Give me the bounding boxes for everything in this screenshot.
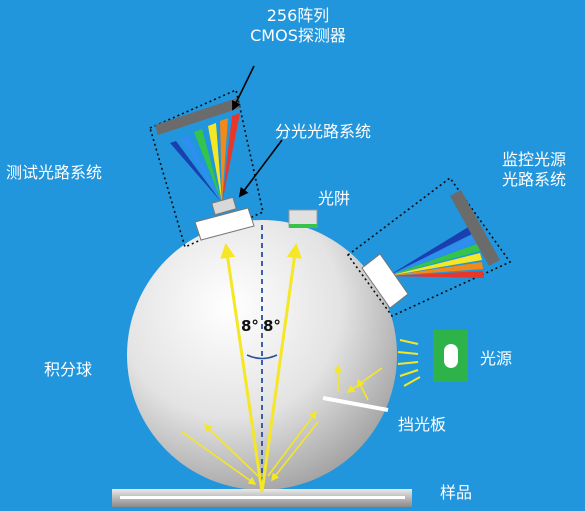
integrating-sphere-label: 积分球 <box>44 360 93 379</box>
light-baffle <box>322 396 389 412</box>
split-light-path-label: 分光光路系统 <box>275 122 372 141</box>
light-trap-label: 光阱 <box>318 189 351 208</box>
monitor-detector <box>450 190 500 266</box>
cmos-detector <box>155 98 240 135</box>
angle-arc <box>246 354 278 360</box>
diffuse-rays <box>181 364 383 485</box>
test-light-path-label: 测试光路系统 <box>6 163 103 182</box>
monitor-light-path-label-line2: 光路系统 <box>501 170 566 189</box>
angle-left-label: 8° <box>241 317 259 335</box>
light-baffle-label: 挡光板 <box>398 415 447 434</box>
monitor-light-path-system <box>346 176 512 318</box>
array-detector-label-line2: CMOS探测器 <box>250 26 346 45</box>
monitor-light-path-label-line1: 监控光源 <box>501 150 566 169</box>
pointer-arrows <box>232 65 283 198</box>
test-port-block <box>194 207 255 241</box>
light-source-rays <box>397 339 421 387</box>
measurement-rays <box>220 243 302 493</box>
spectrum-fan-right <box>388 226 484 278</box>
sample-plate <box>112 489 412 507</box>
spectrum-fan-left <box>170 113 240 203</box>
light-source-label: 光源 <box>480 349 513 368</box>
array-detector-label: 256阵列 CMOS探测器 <box>238 6 358 46</box>
test-light-path-system <box>149 88 264 249</box>
angle-right-label: 8° <box>263 317 281 335</box>
monitor-port-block <box>361 253 409 309</box>
light-trap <box>288 209 318 228</box>
test-port-connector <box>211 196 237 216</box>
monitor-light-path-label: 监控光源 光路系统 <box>486 150 582 190</box>
array-detector-label-line1: 256阵列 <box>266 6 330 25</box>
sample-label: 样品 <box>440 483 473 502</box>
light-source <box>433 330 468 382</box>
